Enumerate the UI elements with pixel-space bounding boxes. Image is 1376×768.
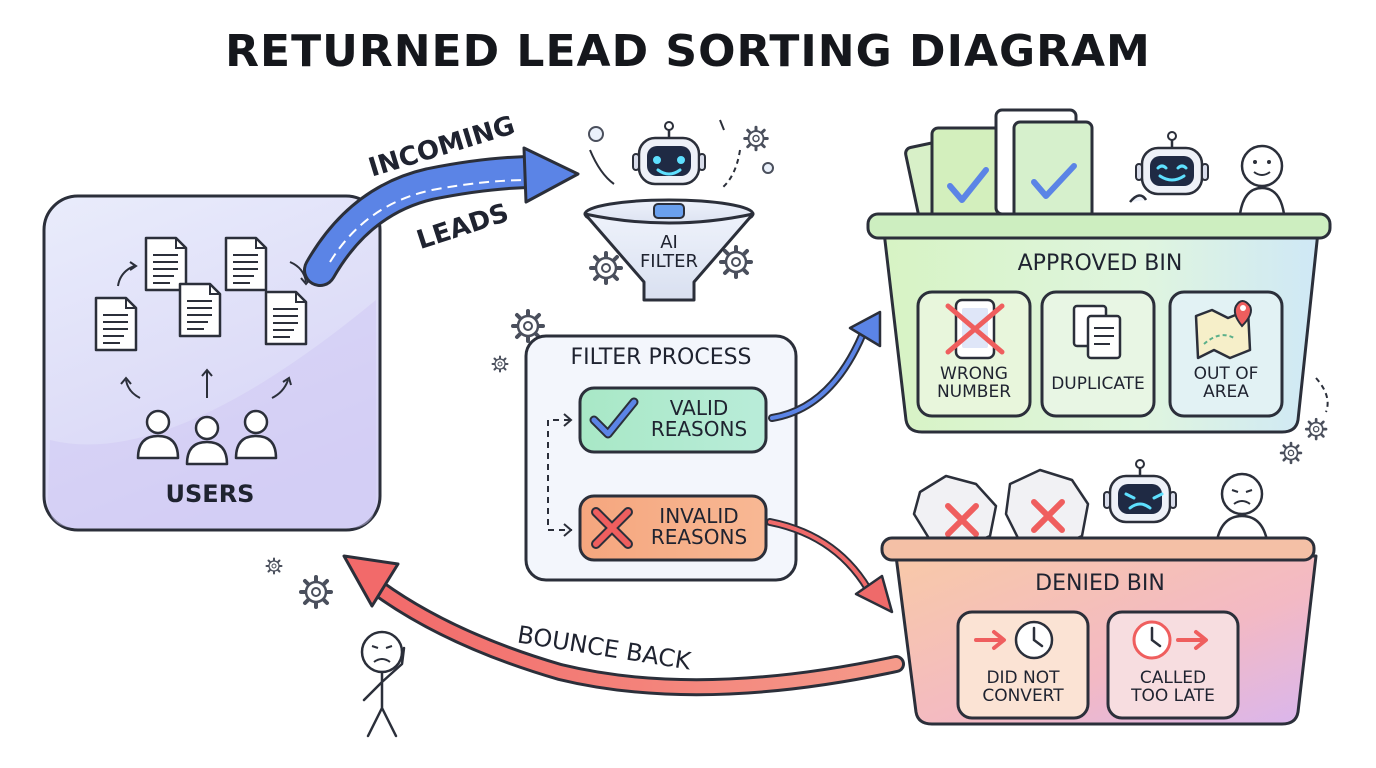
denied-item-line2: CONVERT: [982, 685, 1064, 706]
denied-bin: [880, 536, 1318, 726]
approved-item-line1: OUT OF: [1193, 364, 1259, 384]
denied-item-line2: TOO LATE: [1131, 685, 1215, 706]
ai-filter-label: AI FILTER: [619, 232, 719, 272]
users-label: USERS: [165, 480, 255, 508]
bounce-back-arrow: [342, 554, 905, 697]
incoming-leads-arrow: [303, 146, 580, 287]
invalid-line2: REASONS: [650, 525, 748, 549]
bounce-gears-icon: [265, 557, 333, 609]
users-panel: [42, 194, 382, 532]
clock-arrow-icon: [1132, 620, 1208, 660]
ai-filter-funnel: [583, 119, 774, 302]
ai-filter-line2: FILTER: [639, 250, 699, 272]
denied-bin-title: DENIED BIN: [1035, 571, 1165, 596]
ai-filter-line1: AI: [660, 232, 678, 253]
invalid-to-denied-arrow: [766, 518, 894, 614]
filter-process-panel: [524, 334, 798, 582]
phone-crossed-icon: [945, 298, 1005, 360]
approved-item-wrong-number: WRONG NUMBER: [918, 364, 1030, 402]
sad-robot-icon: [1102, 458, 1178, 524]
filter-process-title: FILTER PROCESS: [570, 345, 752, 370]
worried-person-icon: [360, 630, 406, 738]
cross-icon: [591, 507, 633, 549]
side-gears-icon: [1279, 377, 1329, 465]
approved-item-line2: AREA: [1203, 381, 1249, 402]
crumpled-papers-icon: [912, 468, 1090, 552]
valid-line1: VALID: [669, 396, 729, 420]
sad-person-icon: [1214, 472, 1270, 547]
approved-item-duplicate: DUPLICATE: [1042, 374, 1154, 394]
valid-line2: REASONS: [650, 417, 748, 441]
denied-item-line1: CALLED: [1139, 668, 1207, 688]
denied-item-called-too-late: CALLED TOO LATE: [1108, 668, 1238, 706]
approved-bin-title: APPROVED BIN: [1017, 251, 1183, 276]
valid-to-approved-arrow: [768, 310, 882, 422]
arrow-clock-icon: [974, 620, 1054, 660]
happy-robot-icon: [1129, 130, 1210, 203]
approved-item-line2: NUMBER: [936, 381, 1012, 402]
approved-item-line1: WRONG: [940, 364, 1008, 384]
approved-item-line1: DUPLICATE: [1051, 374, 1145, 394]
diagram-title: RETURNED LEAD SORTING DIAGRAM: [225, 26, 1151, 77]
duplicate-documents-icon: [1072, 304, 1122, 360]
happy-person-icon: [1238, 144, 1286, 215]
valid-reasons-label: VALID REASONS: [636, 398, 762, 440]
users-group-icon: [120, 368, 292, 466]
check-icon: [589, 397, 639, 439]
denied-item-line1: DID NOT: [986, 668, 1060, 688]
map-pin-icon: [1194, 300, 1252, 360]
denied-item-did-not-convert: DID NOT CONVERT: [958, 668, 1088, 706]
invalid-reasons-label: INVALID REASONS: [636, 506, 762, 548]
approved-item-out-of-area: OUT OF AREA: [1170, 364, 1282, 402]
invalid-line1: INVALID: [659, 504, 739, 528]
